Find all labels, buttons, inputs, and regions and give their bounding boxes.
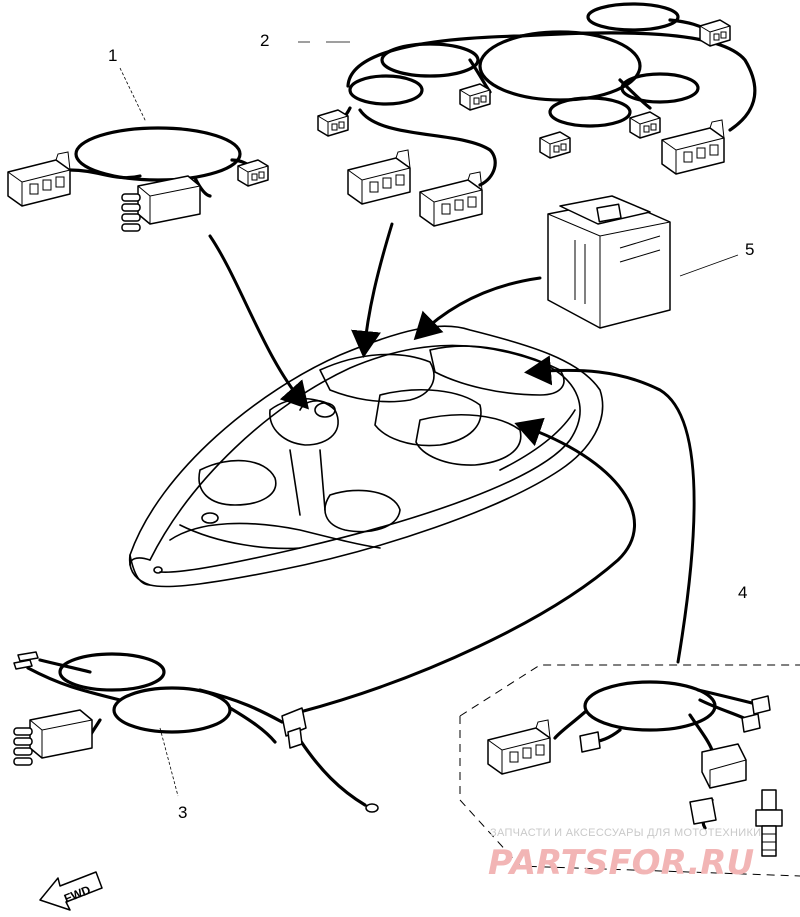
callout-3: 3 [178,803,187,822]
harness-1-loop [74,126,242,182]
harness-2 [317,2,757,227]
harness-2-connector-h [661,119,725,175]
harness-2-connector-c [699,19,731,47]
fwd-arrow: FWD [39,871,103,911]
harness-3 [13,651,379,813]
watermark: ЗАПЧАСТИ И АКСЕССУАРЫ ДЛЯ МОТОТЕХНИКИ PA… [488,827,761,883]
harness-4-connector-main [487,719,551,775]
callout-2: 2 [260,31,269,50]
harness-2-connector-a [317,109,349,137]
harness-1-connector-left [7,151,71,207]
harness-3-connector-pins [13,709,93,766]
callout-1: 1 [108,46,117,65]
harness-1 [7,126,269,232]
harness-2-connector-e [629,111,661,139]
harness-2-loop-center [478,30,642,102]
harness-1-connector-small [237,159,269,187]
watermark-brand: PARTSFOR.RU [488,843,754,883]
sensor-switch [755,789,783,857]
callout-5: 5 [745,240,754,259]
harness-2-connector-f [347,149,411,205]
assembly-arrows [208,222,696,714]
harness-1-connector-pins [121,175,201,232]
boat-hull [128,325,604,588]
callout-4: 4 [738,583,747,602]
harness-2-connector-d [539,131,571,159]
harness-2-connector-b [459,83,491,111]
harness-4-group [459,664,800,877]
harness-2-connector-g [419,171,483,227]
battery-box-5 [547,195,671,329]
watermark-tagline: ЗАПЧАСТИ И АКСЕССУАРЫ ДЛЯ МОТОТЕХНИКИ [490,827,761,839]
